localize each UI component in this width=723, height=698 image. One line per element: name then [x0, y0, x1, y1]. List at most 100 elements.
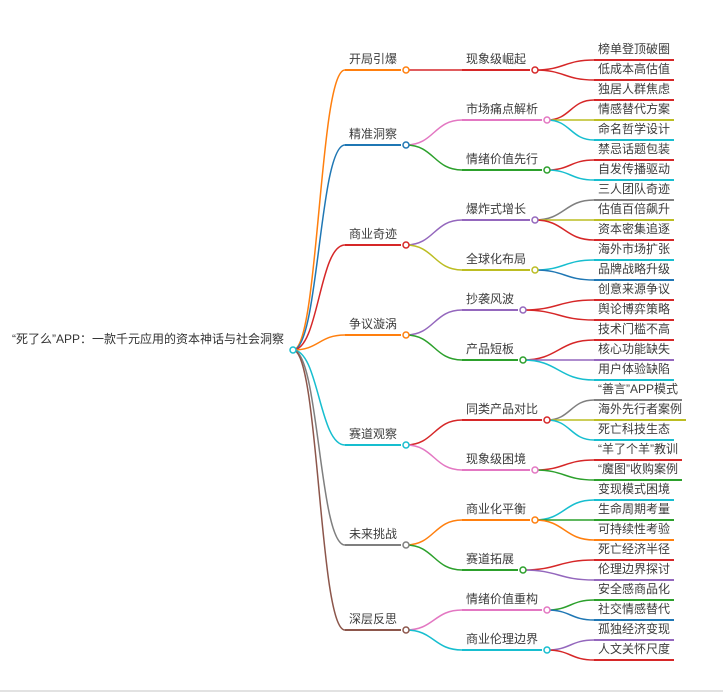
collapse-toggle-icon[interactable]: [402, 441, 410, 449]
collapse-toggle-icon[interactable]: [531, 66, 539, 74]
mindmap-link: [405, 219, 463, 246]
mindmap-leaf-node[interactable]: 舆论博弈策略: [594, 301, 675, 321]
collapse-toggle-icon[interactable]: [519, 566, 527, 574]
mindmap-link: [405, 309, 463, 336]
mindmap-leaf-node[interactable]: 榜单登顶破圈: [594, 41, 675, 61]
mindmap-link: [522, 359, 595, 381]
mindmap-leaf-node[interactable]: 情感替代方案: [594, 101, 675, 121]
mindmap-leaf-node[interactable]: 安全感商品化: [594, 581, 675, 601]
mindmap-link: [405, 519, 463, 546]
collapse-toggle-icon[interactable]: [543, 116, 551, 124]
mindmap-leaf-node[interactable]: 死亡科技生态: [594, 421, 675, 441]
mindmap-branch-node[interactable]: 开局引爆: [345, 51, 402, 71]
mindmap-leaf-node[interactable]: 品牌战略升级: [594, 261, 675, 281]
mindmap-branch-node[interactable]: 争议漩涡: [345, 316, 402, 336]
mindmap-leaf-node[interactable]: 三人团队奇迹: [594, 181, 675, 201]
mindmap-branch-node[interactable]: 同类产品对比: [462, 401, 543, 421]
mindmap-leaf-node[interactable]: 核心功能缺失: [594, 341, 675, 361]
mindmap-branch-node[interactable]: 赛道观察: [345, 426, 402, 446]
mindmap-branch-node[interactable]: 抄袭风波: [462, 291, 519, 311]
mindmap-leaf-node[interactable]: 死亡经济半径: [594, 541, 675, 561]
mindmap-link: [292, 349, 346, 631]
mindmap-branch-node[interactable]: 赛道拓展: [462, 551, 519, 571]
mindmap-link: [405, 629, 463, 651]
mindmap-leaf-node[interactable]: 孤独经济变现: [594, 621, 675, 641]
mindmap-leaf-node[interactable]: 人文关怀尺度: [594, 641, 675, 661]
mindmap-link: [546, 399, 595, 421]
collapse-toggle-icon[interactable]: [543, 646, 551, 654]
collapse-toggle-icon[interactable]: [402, 66, 410, 74]
mindmap-leaf-node[interactable]: “善言”APP模式: [594, 381, 683, 401]
mindmap-link: [534, 459, 595, 471]
collapse-toggle-icon[interactable]: [519, 356, 527, 364]
mindmap-branch-node[interactable]: 市场痛点解析: [462, 101, 543, 121]
collapse-toggle-icon[interactable]: [402, 141, 410, 149]
mindmap-leaf-node[interactable]: 创意来源争议: [594, 281, 675, 301]
mindmap-leaf-node[interactable]: 变现模式困境: [594, 481, 675, 501]
mindmap-branch-node[interactable]: 爆炸式增长: [462, 201, 531, 221]
collapse-toggle-icon[interactable]: [402, 626, 410, 634]
mindmap-branch-node[interactable]: 未来挑战: [345, 526, 402, 546]
mindmap-leaf-node[interactable]: 估值百倍飙升: [594, 201, 675, 221]
mindmap-link: [405, 544, 463, 571]
mindmap-branch-node[interactable]: 全球化布局: [462, 251, 531, 271]
collapse-toggle-icon[interactable]: [531, 516, 539, 524]
mindmap-link: [405, 244, 463, 271]
mindmap-leaf-node[interactable]: 自发传播驱动: [594, 161, 675, 181]
collapse-toggle-icon[interactable]: [531, 266, 539, 274]
mindmap-link: [405, 334, 463, 361]
collapse-toggle-icon[interactable]: [531, 216, 539, 224]
mindmap-link: [522, 309, 595, 321]
mindmap-link: [292, 349, 346, 446]
mindmap-branch-node[interactable]: 情绪价值先行: [462, 151, 543, 171]
mindmap-leaf-node[interactable]: 独居人群焦虑: [594, 81, 675, 101]
mindmap-leaf-node[interactable]: 技术门槛不高: [594, 321, 675, 341]
mindmap-leaf-node[interactable]: 伦理边界探讨: [594, 561, 675, 581]
mindmap-link: [546, 599, 595, 611]
mindmap-branch-node[interactable]: 商业奇迹: [345, 226, 402, 246]
mindmap-leaf-node[interactable]: 命名哲学设计: [594, 121, 675, 141]
mindmap-link: [534, 259, 595, 271]
mindmap-link: [292, 349, 346, 546]
mindmap-link: [522, 559, 595, 571]
mindmap-leaf-node[interactable]: 资本密集追逐: [594, 221, 675, 241]
mindmap-leaf-node[interactable]: “魔图”收购案例: [594, 461, 682, 481]
mindmap-branch-node[interactable]: 深层反思: [345, 611, 402, 631]
mindmap-leaf-node[interactable]: 禁忌话题包装: [594, 141, 675, 161]
mindmap-branch-node[interactable]: 情绪价值重构: [462, 591, 543, 611]
collapse-toggle-icon[interactable]: [531, 466, 539, 474]
collapse-toggle-icon[interactable]: [402, 541, 410, 549]
mindmap-link: [405, 444, 463, 471]
collapse-toggle-icon[interactable]: [543, 606, 551, 614]
mindmap-link: [534, 219, 595, 241]
mindmap-leaf-node[interactable]: “羊了个羊”教训: [594, 441, 682, 461]
mindmap-branch-node[interactable]: 产品短板: [462, 341, 519, 361]
mindmap-link: [546, 99, 595, 121]
mindmap-leaf-node[interactable]: 可持续性考验: [594, 521, 675, 541]
mindmap-link: [522, 299, 595, 311]
mindmap-leaf-node[interactable]: 用户体验缺陷: [594, 361, 675, 381]
mindmap-branch-node[interactable]: 现象级困境: [462, 451, 531, 471]
mindmap-leaf-node[interactable]: 生命周期考量: [594, 501, 675, 521]
mindmap-leaf-node[interactable]: 社交情感替代: [594, 601, 675, 621]
mindmap-link: [534, 199, 595, 221]
mindmap-link: [534, 59, 595, 71]
mindmap-leaf-node[interactable]: 低成本高估值: [594, 61, 675, 81]
mindmap-link: [546, 169, 595, 181]
mindmap-branch-node[interactable]: 商业化平衡: [462, 501, 531, 521]
mindmap-leaf-node[interactable]: 海外市场扩张: [594, 241, 675, 261]
mindmap-leaf-node[interactable]: 海外先行者案例: [594, 401, 687, 421]
collapse-toggle-icon[interactable]: [402, 331, 410, 339]
mindmap-branch-node[interactable]: 现象级崛起: [462, 51, 531, 71]
collapse-toggle-icon[interactable]: [402, 241, 410, 249]
mindmap-root-node[interactable]: “死了么”APP：一款千元应用的资本神话与社会洞察: [12, 332, 285, 346]
mindmap-link: [405, 144, 463, 171]
mindmap-link: [546, 159, 595, 171]
mindmap-branch-node[interactable]: 商业伦理边界: [462, 631, 543, 651]
collapse-toggle-icon[interactable]: [289, 346, 297, 354]
collapse-toggle-icon[interactable]: [543, 416, 551, 424]
collapse-toggle-icon[interactable]: [543, 166, 551, 174]
mindmap-link: [534, 469, 595, 481]
collapse-toggle-icon[interactable]: [519, 306, 527, 314]
mindmap-branch-node[interactable]: 精准洞察: [345, 126, 402, 146]
